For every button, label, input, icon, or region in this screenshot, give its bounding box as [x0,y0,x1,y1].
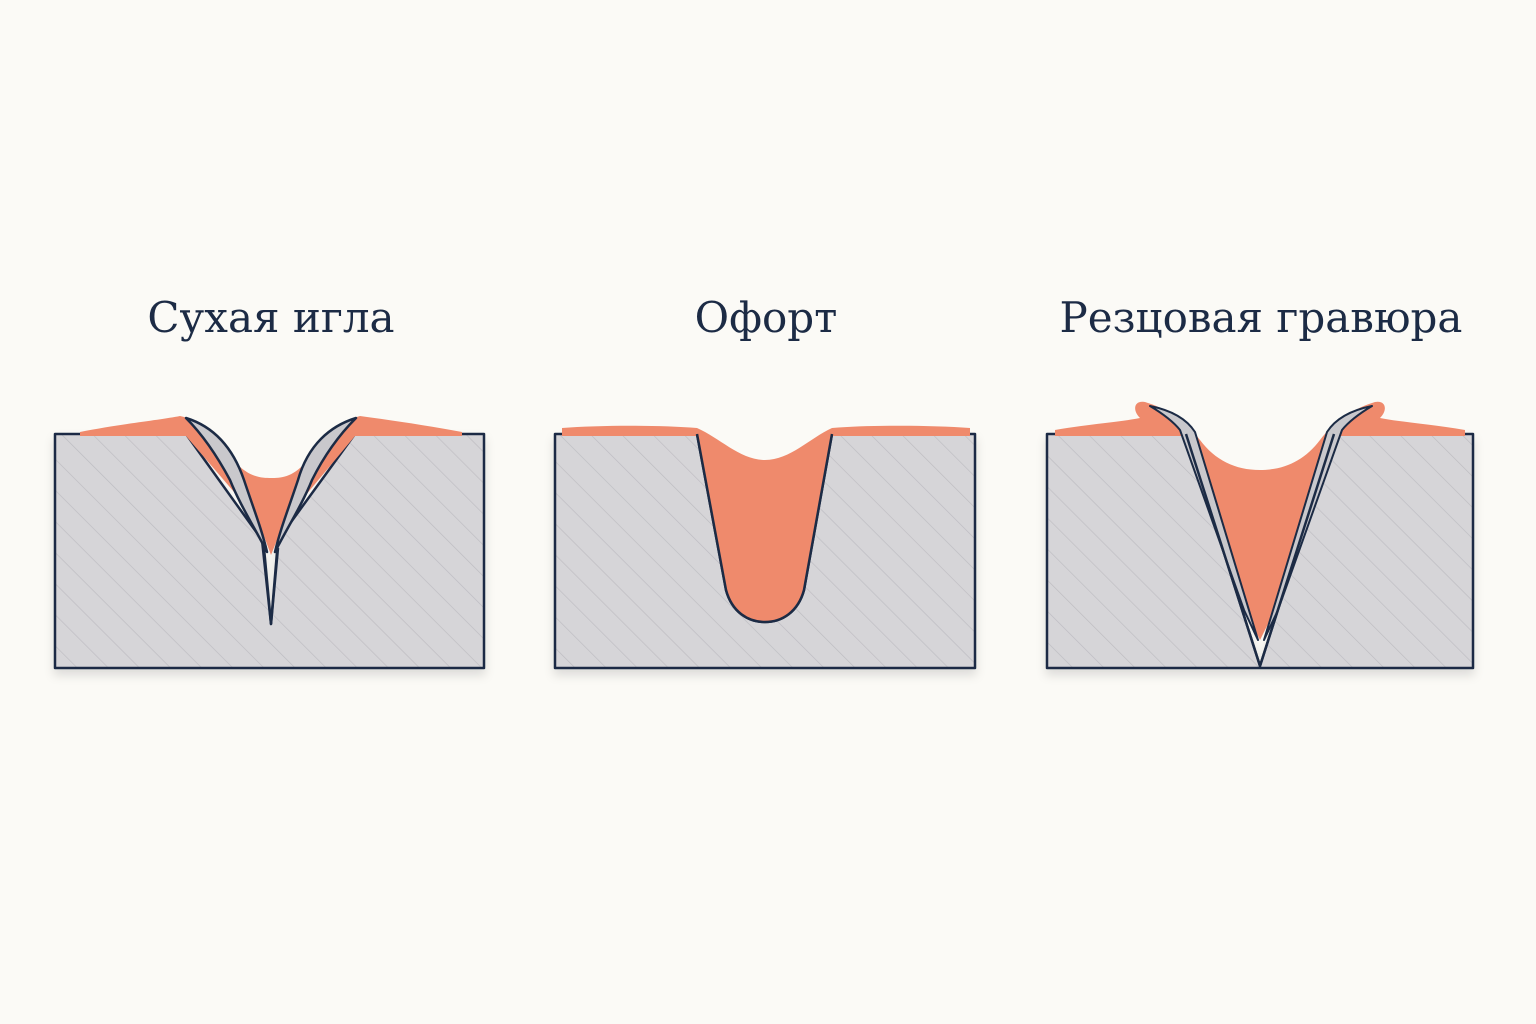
dry-point-line-tip [262,547,280,626]
dry-point-title: Сухая игла [147,293,395,342]
etching-ink [562,425,970,622]
engraving-burr-left [1149,405,1259,641]
engraving-section [1045,401,1475,670]
etching-section [553,425,977,670]
dry-point-section [53,416,486,670]
engraving-title: Резцовая гравюра [1059,293,1463,342]
dry-point-burr-left [184,416,269,554]
engraving-ink [1055,401,1465,640]
dry-point-burr-right [273,416,358,554]
etching-title: Офорт [694,293,838,342]
dry-point-plate [53,432,486,670]
etching-groove-outline [695,433,834,624]
dry-point-ink [80,416,462,555]
engraving-groove-outline [1184,433,1336,668]
